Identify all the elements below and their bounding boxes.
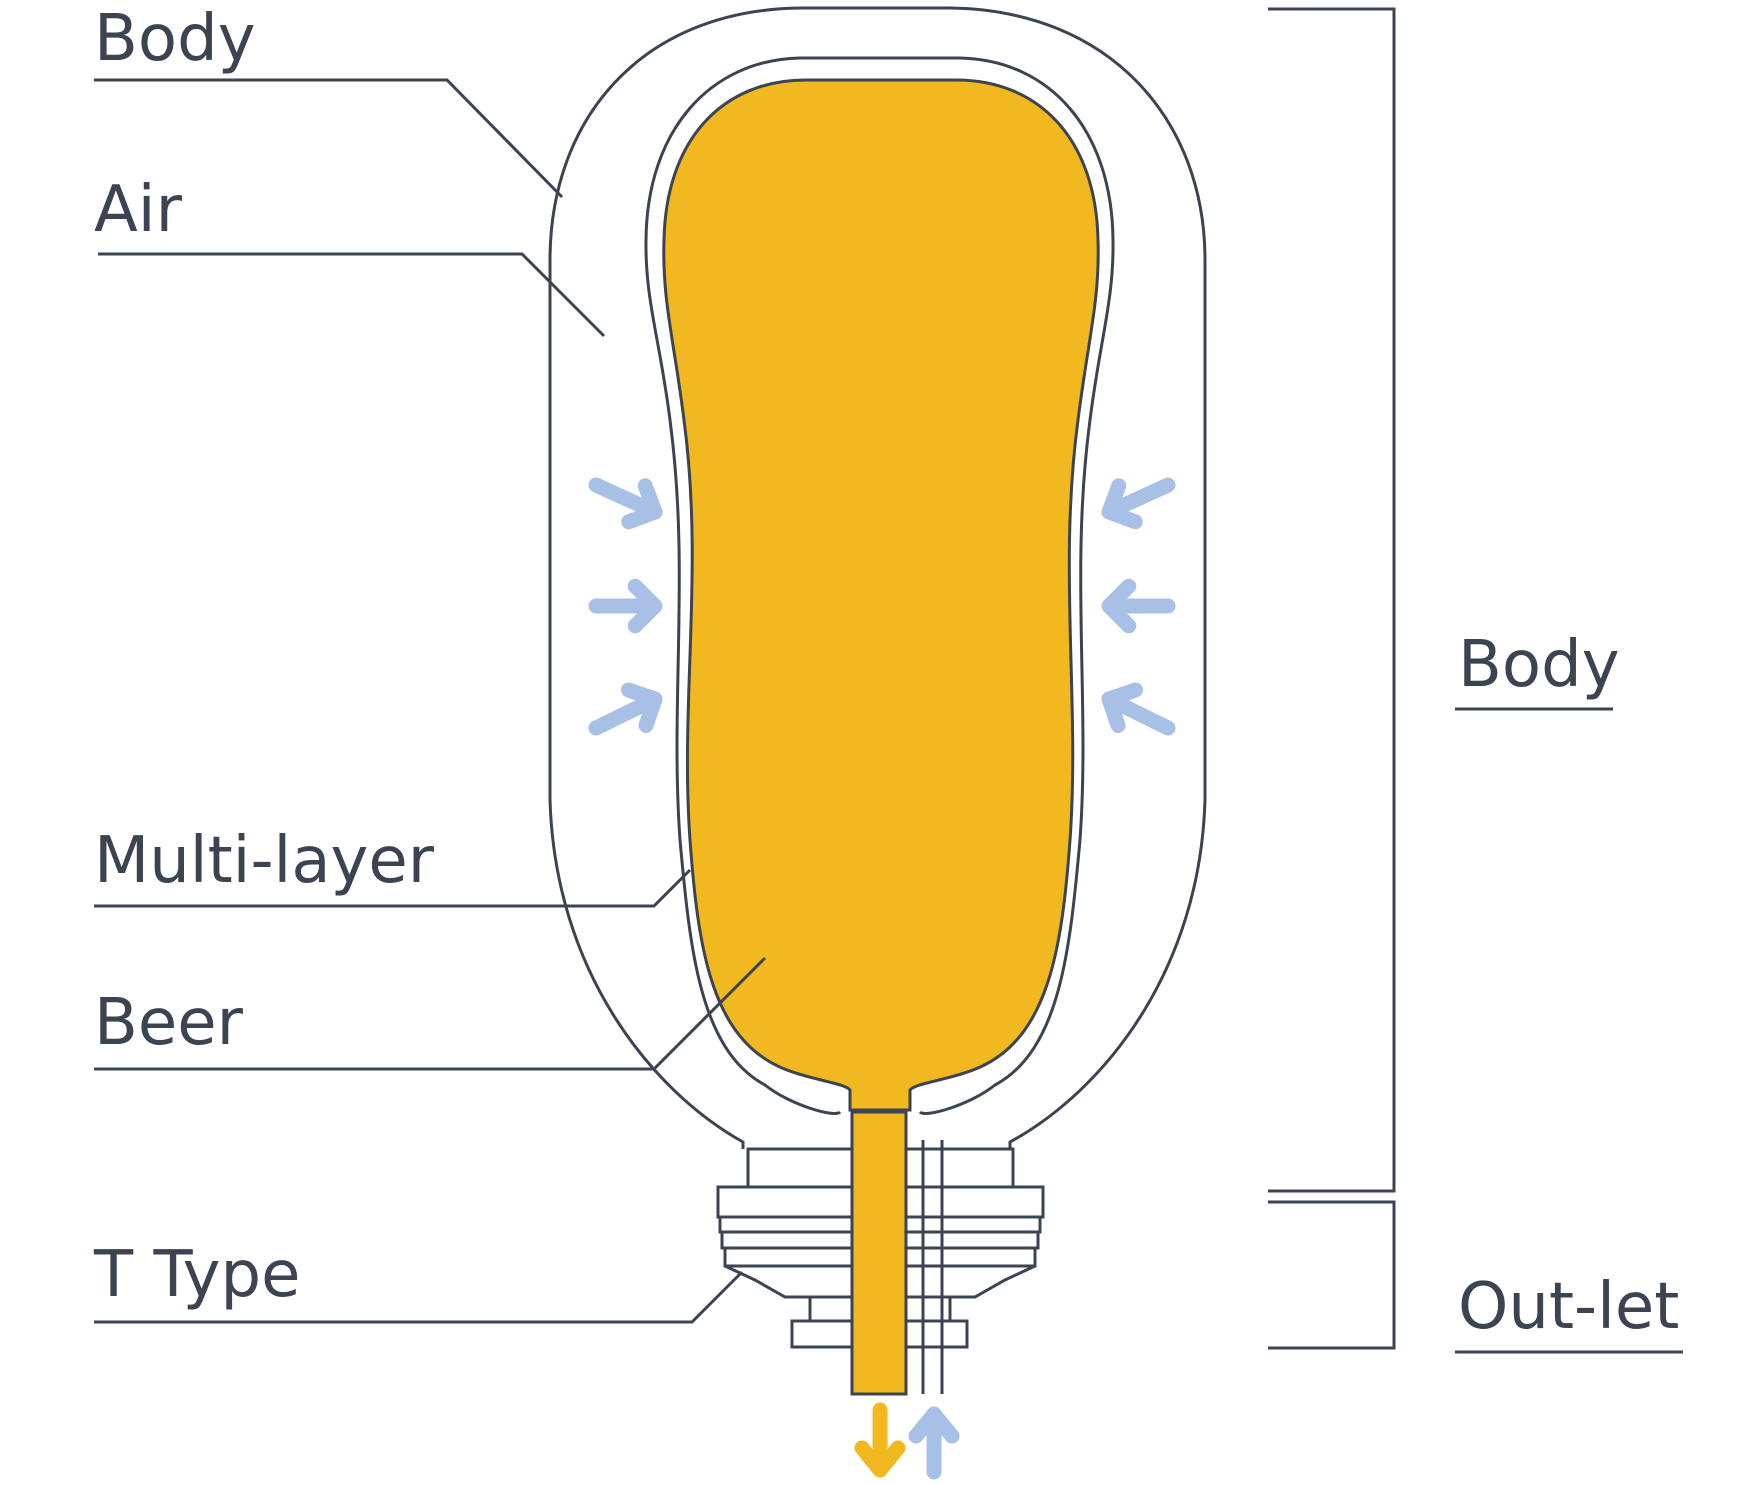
leader-body-top [94, 78, 564, 199]
pressure-arrows [588, 477, 1176, 736]
pressure-arrow-left-upper-icon [588, 477, 663, 530]
bracket-outlet [1268, 1200, 1396, 1350]
label-air: Air [94, 173, 183, 247]
air-tube [921, 1140, 944, 1394]
pressure-arrow-right-lower-icon [1101, 682, 1176, 736]
leader-beer [94, 956, 767, 1071]
beer-out-arrow-icon [854, 1402, 906, 1478]
beer-liquid [662, 78, 1100, 1112]
pressure-arrow-left-lower-icon [588, 682, 663, 736]
pressure-arrow-left-middle-icon [588, 578, 663, 634]
pressure-arrow-right-middle-icon [1101, 578, 1176, 634]
beer-tube [850, 1110, 908, 1396]
label-body-top: Body [94, 2, 256, 76]
air-in-arrow-icon [908, 1406, 960, 1480]
outer-body-shell [548, 6, 1207, 1149]
pressure-arrow-right-upper-icon [1101, 477, 1176, 530]
label-multi-layer: Multi-layer [94, 824, 435, 898]
label-outlet: Out-let [1458, 1270, 1679, 1344]
bracket-body [1268, 7, 1396, 1193]
leader-multi-layer [94, 868, 692, 908]
label-body-right: Body [1458, 628, 1620, 702]
label-beer: Beer [94, 986, 244, 1060]
label-t-type: T Type [93, 1238, 300, 1312]
fitting-taper [724, 1264, 1036, 1299]
multi-layer-bag-outer [644, 56, 1115, 1115]
leader-air [98, 252, 606, 338]
leader-t-type [94, 1270, 744, 1324]
